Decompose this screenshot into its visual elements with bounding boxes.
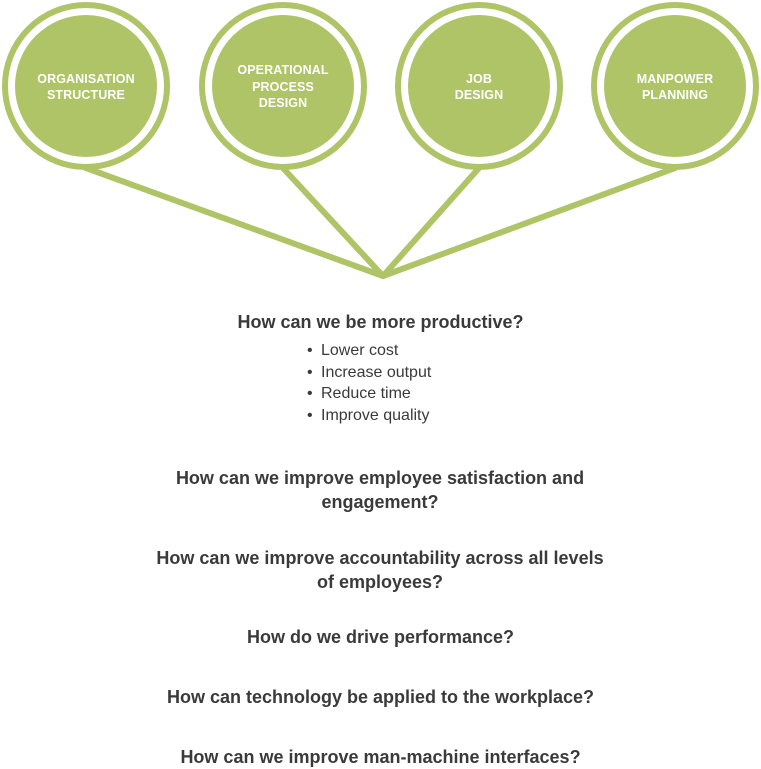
bullet-text: Reduce time [321, 385, 411, 403]
bullet-text: Lower cost [321, 342, 399, 359]
circle-group [2, 2, 759, 170]
list-item: • Improve quality [307, 405, 431, 427]
bullet-icon: • [307, 342, 313, 359]
question-accountability: How can we improve accountability across… [156, 548, 604, 592]
circle-fill-manpower-planning [604, 15, 746, 157]
connector-line-manpower-planning [380, 165, 678, 279]
list-item: • Increase output [307, 362, 431, 384]
circle-fill-organisation-structure [15, 15, 157, 157]
question-performance: How do we drive performance? [246, 627, 515, 647]
question-technology: How can technology be applied to the wor… [166, 687, 595, 707]
bullet-text: Increase output [321, 363, 432, 381]
circle-fill-job-design [408, 15, 550, 157]
circle-label-organisation-structure: ORGANISATION STRUCTURE [37, 71, 135, 103]
connector-lines [83, 165, 678, 279]
bullet-icon: • [307, 385, 313, 403]
circle-label-operational-process-design: OPERATIONAL PROCESS DESIGN [237, 63, 329, 111]
bullet-text: Improve quality [321, 407, 430, 425]
productive-bullet-list: • Lower cost • Increase output • Reduce tim… [307, 340, 431, 427]
question-interfaces: How can we improve man-machine interface… [180, 747, 581, 767]
list-item: • Lower cost [307, 340, 431, 362]
bullet-icon: • [307, 363, 313, 381]
circle-fill-operational-process-design [212, 15, 354, 157]
circle-label-manpower-planning: MANPOWER PLANNING [636, 71, 714, 103]
connector-line-operational-process-design [280, 165, 386, 279]
connector-line-organisation-structure [83, 165, 386, 279]
question-productive: How can we be more productive? [237, 312, 524, 332]
question-satisfaction: How can we improve employee satisfaction… [175, 468, 585, 512]
circle-label-job-design: JOB DESIGN [454, 71, 504, 103]
bullet-icon: • [307, 407, 313, 425]
connector-line-job-design [380, 165, 482, 279]
list-item: • Reduce time [307, 383, 431, 405]
diagram-graphic [2, 2, 759, 279]
